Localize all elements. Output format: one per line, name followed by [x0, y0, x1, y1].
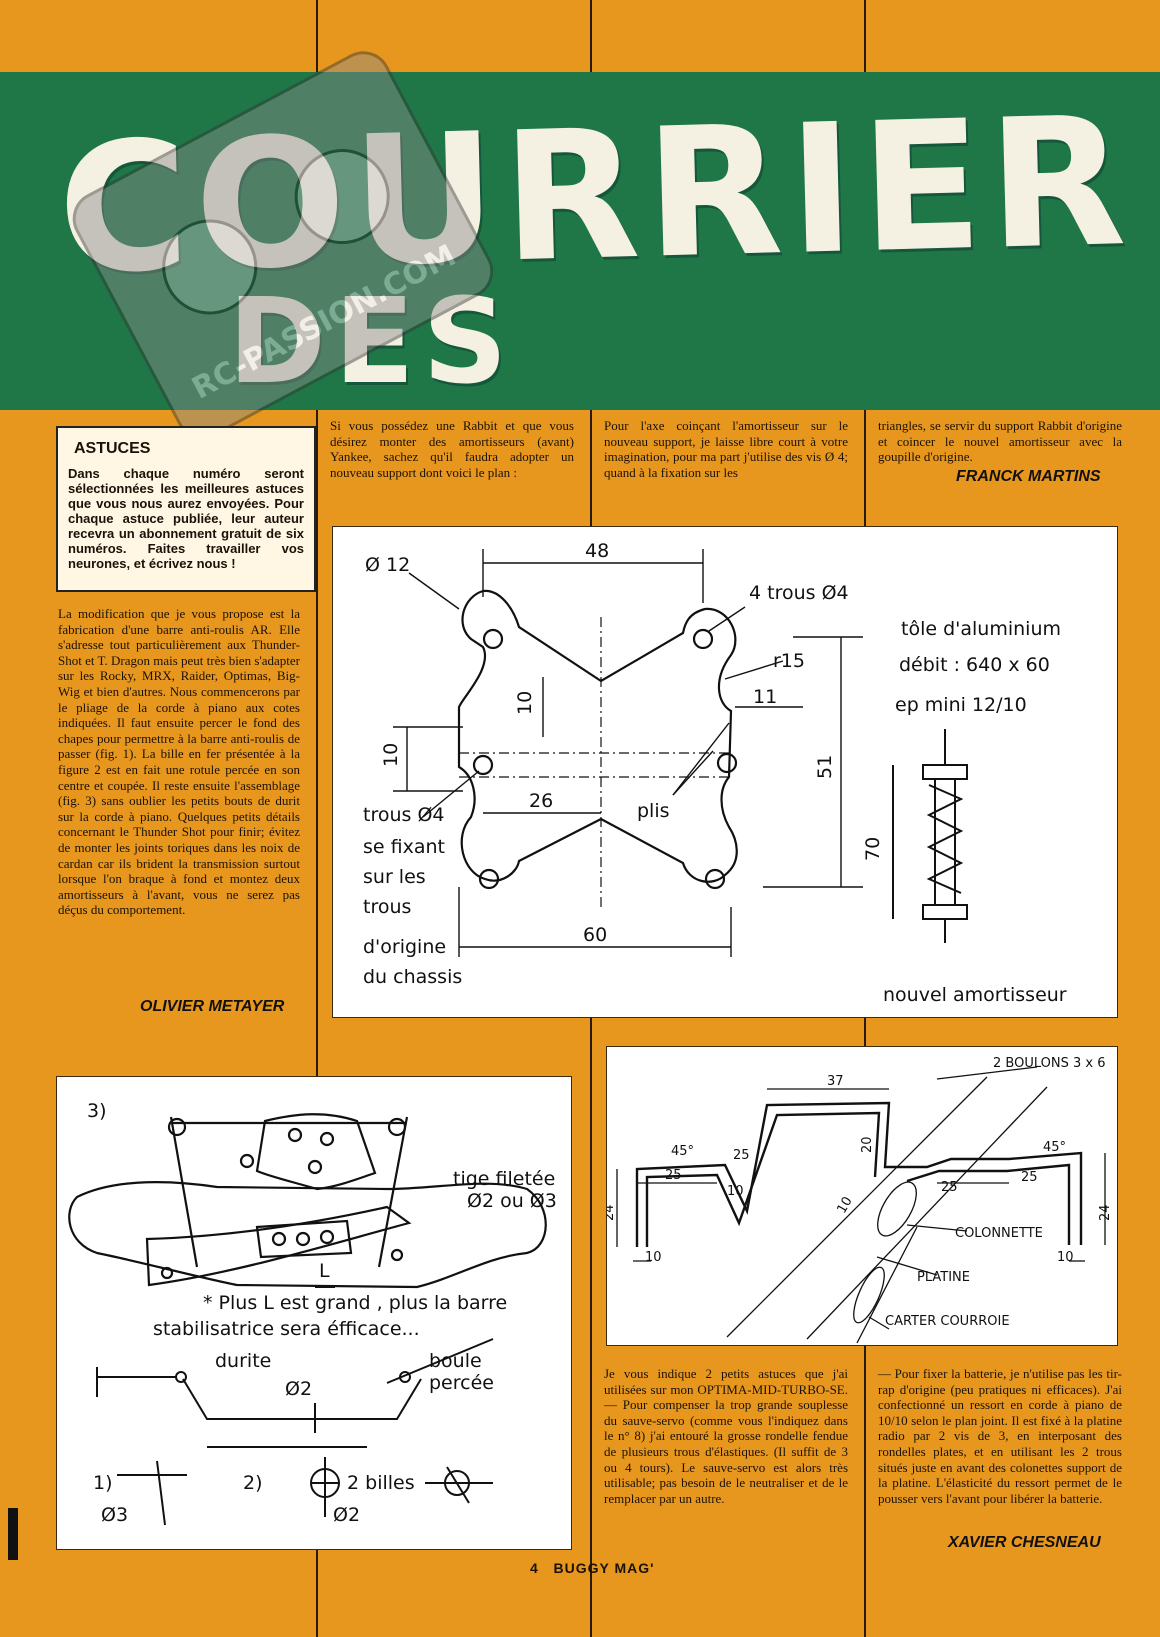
signature-martins: FRANCK MARTINS	[956, 468, 1101, 485]
battery-spring-drawing: 2 BOULONS 3 x 6 37 45° 45° 25 25 25 25 1…	[602, 1046, 1118, 1346]
signature-chesneau: XAVIER CHESNEAU	[948, 1534, 1101, 1551]
label-d2b: Ø2	[333, 1504, 360, 1526]
dim-10b: 10	[380, 743, 402, 767]
dim-20: 20	[860, 1136, 875, 1153]
dim-10-left: 10	[645, 1250, 662, 1265]
dim-51: 51	[814, 755, 836, 779]
letter-martins-col3: triangles, se servir du support Rabbit d…	[878, 418, 1122, 465]
dim-25b: 25	[665, 1168, 682, 1183]
label-platine: PLATINE	[917, 1270, 970, 1285]
label-d2: Ø2	[285, 1378, 312, 1400]
dim-10b: 10	[834, 1194, 855, 1216]
title-banner: COURRIER DES LECTEURS	[0, 72, 1160, 410]
note-left-1: se fixant	[363, 836, 445, 858]
dim-10a: 10	[727, 1184, 744, 1199]
dim-10a: 10	[514, 691, 536, 715]
angle-45-left: 45°	[671, 1144, 694, 1159]
note-line-0: * Plus L est grand , plus la barre	[203, 1292, 507, 1314]
dim-25d: 25	[1021, 1170, 1038, 1185]
label-boulons: 2 BOULONS 3 x 6	[993, 1056, 1105, 1071]
tige-line-0: tige filetée	[453, 1168, 555, 1190]
fig1-label: 1)	[93, 1472, 113, 1494]
tige-line-1: Ø2 ou Ø3	[467, 1190, 557, 1212]
note-left-2: sur les	[363, 866, 426, 888]
astuces-intro: Dans chaque numéro seront sélectionnées …	[68, 466, 304, 571]
dim-24-left: 24	[607, 1204, 617, 1221]
note-left-5: du chassis	[363, 966, 462, 988]
letter-martins-col2: Pour l'axe coinçant l'amortisseur sur le…	[604, 418, 848, 480]
tole-line-1: débit : 640 x 60	[899, 654, 1050, 676]
letter-metayer-text: La modification que je vous propose est …	[58, 606, 300, 918]
tole-line-0: tôle d'aluminium	[901, 618, 1061, 640]
dim-24-right: 24	[1098, 1204, 1113, 1221]
letter-chesneau-col1: Je vous indique 2 petits astuces que j'a…	[604, 1366, 848, 1506]
boule-line-0: boule	[429, 1350, 482, 1372]
fig2-label: 2)	[243, 1472, 263, 1494]
boule-line-1: percée	[429, 1372, 494, 1394]
dim-d12: Ø 12	[365, 554, 410, 576]
signature-metayer: OLIVIER METAYER	[140, 998, 285, 1015]
column-rule	[316, 0, 318, 1637]
tole-line-2: ep mini 12/10	[895, 694, 1027, 716]
dim-48: 48	[585, 540, 609, 562]
note-left-3: trous	[363, 896, 411, 918]
label-colonnette: COLONNETTE	[955, 1226, 1043, 1241]
label-billes: 2 billes	[347, 1472, 415, 1494]
support-plan-drawing: 48 Ø 12 4 trous Ø4 r15 11 10 10 26 plis …	[332, 526, 1118, 1018]
angle-45-right: 45°	[1043, 1140, 1066, 1155]
dim-r15: r15	[773, 650, 805, 672]
dim-25a: 25	[733, 1148, 750, 1163]
letter-chesneau-col2: — Pour fixer la batterie, je n'utilise p…	[878, 1366, 1122, 1506]
dim-26: 26	[529, 790, 553, 812]
dim-11: 11	[753, 686, 777, 708]
antiroll-bar-svg: 3) tige filetée Ø2 ou Ø3 L * Plus L est …	[68, 1100, 557, 1526]
battery-spring-svg: 2 BOULONS 3 x 6 37 45° 45° 25 25 25 25 1…	[602, 1056, 1113, 1344]
label-d3: Ø3	[101, 1504, 128, 1526]
dim-37: 37	[827, 1074, 844, 1089]
margin-mark	[8, 1508, 18, 1560]
label-plis: plis	[637, 800, 670, 822]
label-carter: CARTER COURROIE	[885, 1314, 1010, 1329]
page-number: 4	[530, 1560, 539, 1576]
letter-martins-col1: Si vous possédez une Rabbit et que vous …	[330, 418, 574, 480]
note-left-0: trous Ø4	[363, 804, 445, 826]
fig3-label: 3)	[87, 1100, 107, 1122]
dim-60: 60	[583, 924, 607, 946]
dim-10-right: 10	[1057, 1250, 1074, 1265]
nouvel-amortisseur: nouvel amortisseur	[883, 984, 1067, 1006]
page-footer: 4 BUGGY MAG'	[530, 1560, 654, 1576]
astuces-box: ASTUCES Dans chaque numéro seront sélect…	[56, 426, 316, 592]
page-subtitle: DES LECTEURS	[228, 272, 516, 410]
antiroll-bar-drawing: 3) tige filetée Ø2 ou Ø3 L * Plus L est …	[56, 1076, 572, 1550]
astuces-heading: ASTUCES	[74, 440, 151, 457]
dim-25c: 25	[941, 1180, 958, 1195]
dim-70: 70	[862, 837, 884, 861]
dim-holes: 4 trous Ø4	[749, 582, 849, 604]
note-line-1: stabilisatrice sera éfficace...	[153, 1318, 420, 1340]
magazine-name: BUGGY MAG'	[553, 1560, 655, 1576]
support-plan-svg: 48 Ø 12 4 trous Ø4 r15 11 10 10 26 plis …	[363, 540, 1067, 1006]
note-left-4: d'origine	[363, 936, 446, 958]
label-L: L	[319, 1260, 330, 1282]
label-durite: durite	[215, 1350, 271, 1372]
